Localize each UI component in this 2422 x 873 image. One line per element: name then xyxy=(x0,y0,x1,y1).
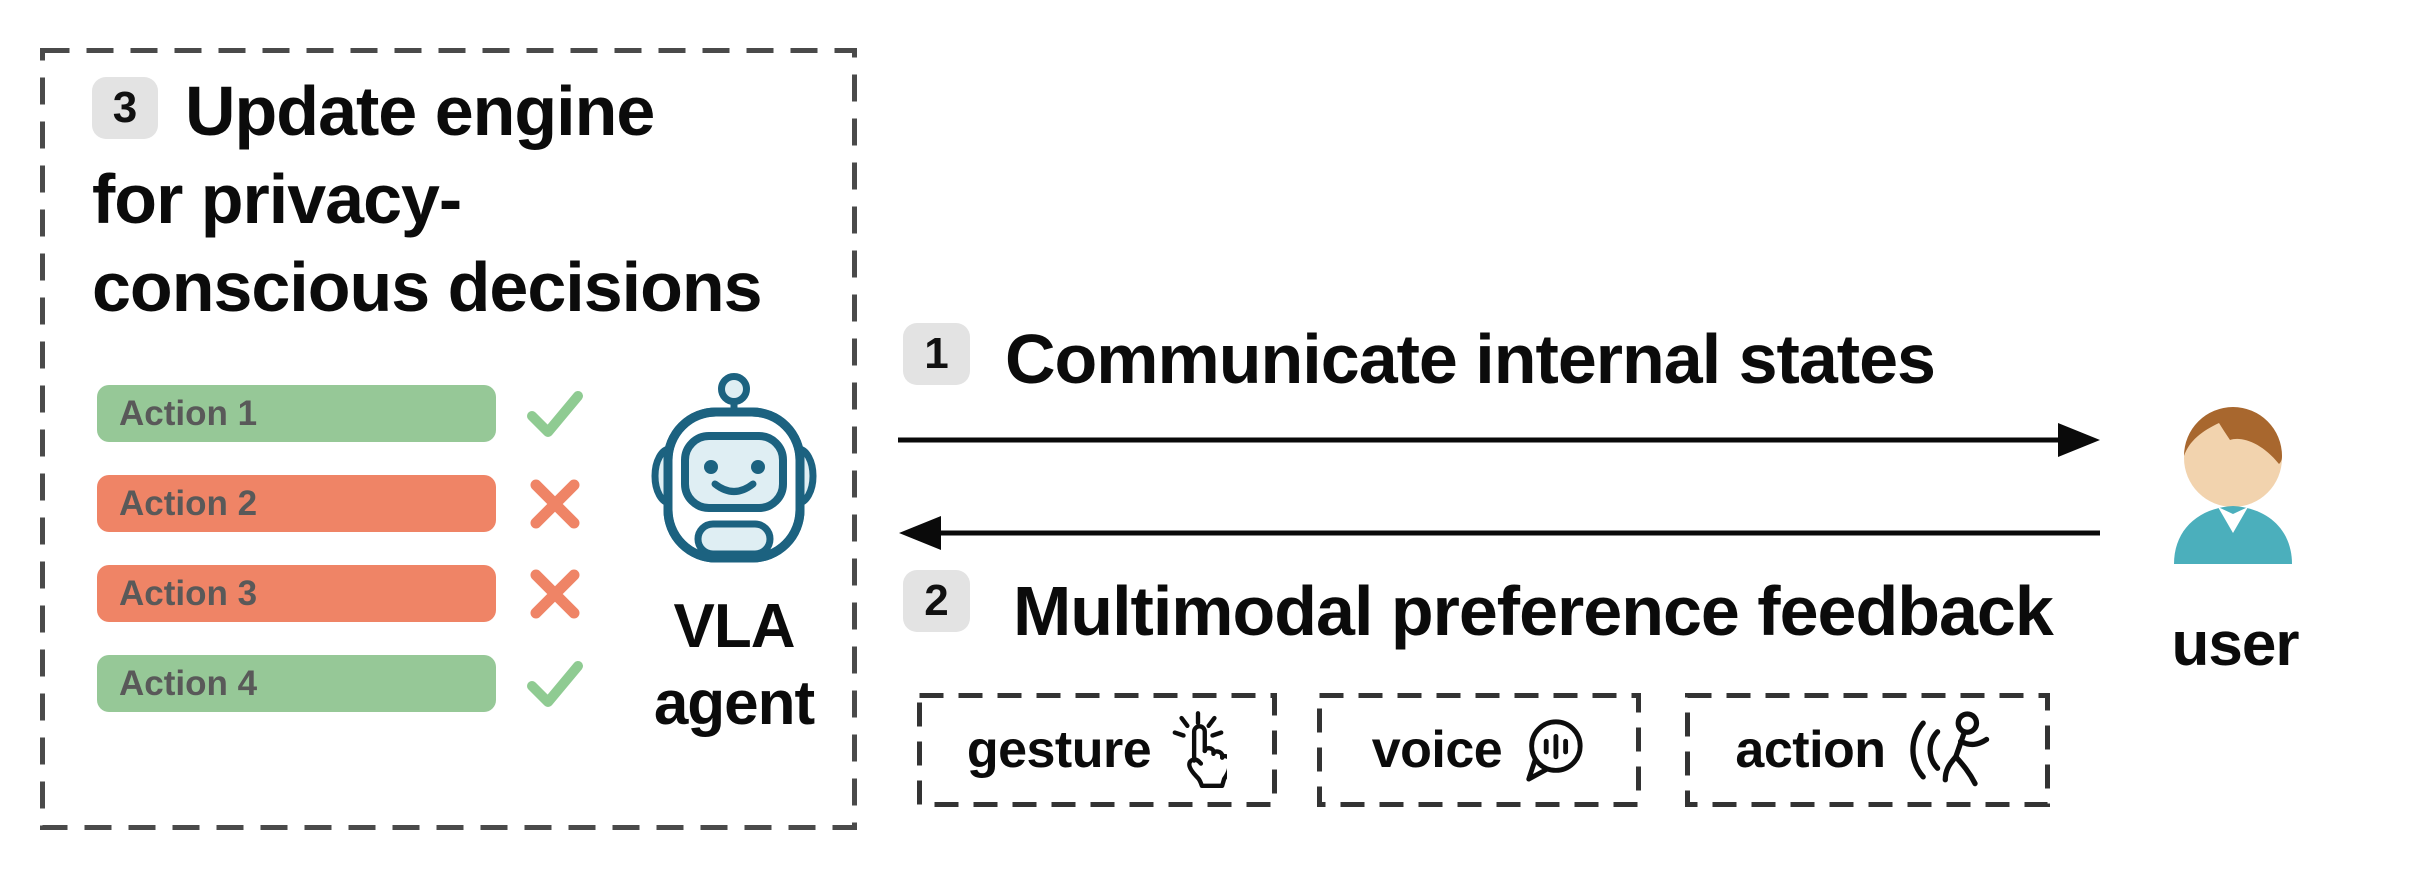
modality-gesture: gesture xyxy=(917,693,1277,807)
cross-icon xyxy=(524,473,586,535)
flow-label-communicate: Communicate internal states xyxy=(1005,320,1936,398)
step-badge-3: 3 xyxy=(92,77,158,139)
action-row-2-label: Action 2 xyxy=(119,483,258,523)
step-badge-1: 1 xyxy=(903,323,970,385)
arrow-agent-to-user xyxy=(898,423,2100,457)
arrow-user-to-agent xyxy=(899,516,2100,550)
running-person-icon xyxy=(1904,709,2000,791)
agent-label: VLA agent xyxy=(643,588,825,742)
user-icon xyxy=(2166,402,2300,564)
action-row-3-bar: Action 3 xyxy=(97,565,496,622)
gesture-label: gesture xyxy=(966,721,1152,779)
action-row-1-label: Action 1 xyxy=(119,393,258,433)
step-badge-2: 2 xyxy=(903,570,970,632)
arrow-right-head xyxy=(2058,423,2100,457)
user-label: user xyxy=(2171,610,2300,679)
voice-label: voice xyxy=(1371,721,1503,779)
step-badge-1-number: 1 xyxy=(924,329,949,378)
tap-icon xyxy=(1169,710,1228,790)
step-badge-3-number: 3 xyxy=(112,83,138,132)
action-row-2-bar: Action 2 xyxy=(97,475,496,532)
check-icon xyxy=(524,383,586,445)
engine-panel-title: Update engine for privacy- conscious dec… xyxy=(92,67,852,331)
action-label: action xyxy=(1735,721,1886,779)
modality-action: action xyxy=(1685,693,2050,807)
action-row-4-label: Action 4 xyxy=(119,663,258,703)
cross-icon xyxy=(524,563,586,625)
robot-icon xyxy=(648,372,820,564)
speech-bubble-icon xyxy=(1520,715,1586,785)
modality-voice: voice xyxy=(1317,693,1641,807)
check-icon xyxy=(524,653,586,715)
title-line-2: for privacy- xyxy=(92,160,462,238)
flow-label-feedback: Multimodal preference feedback xyxy=(1013,572,2054,650)
agent-label-line-2: agent xyxy=(653,669,815,738)
arrow-left-head xyxy=(899,516,941,550)
action-row-4-bar: Action 4 xyxy=(97,655,496,712)
step-badge-2-number: 2 xyxy=(924,576,949,625)
title-line-3: conscious decisions xyxy=(92,248,763,326)
action-row-1-bar: Action 1 xyxy=(97,385,496,442)
title-line-1: Update engine xyxy=(185,72,655,150)
agent-label-line-1: VLA xyxy=(673,592,796,661)
action-row-3-label: Action 3 xyxy=(119,573,258,613)
